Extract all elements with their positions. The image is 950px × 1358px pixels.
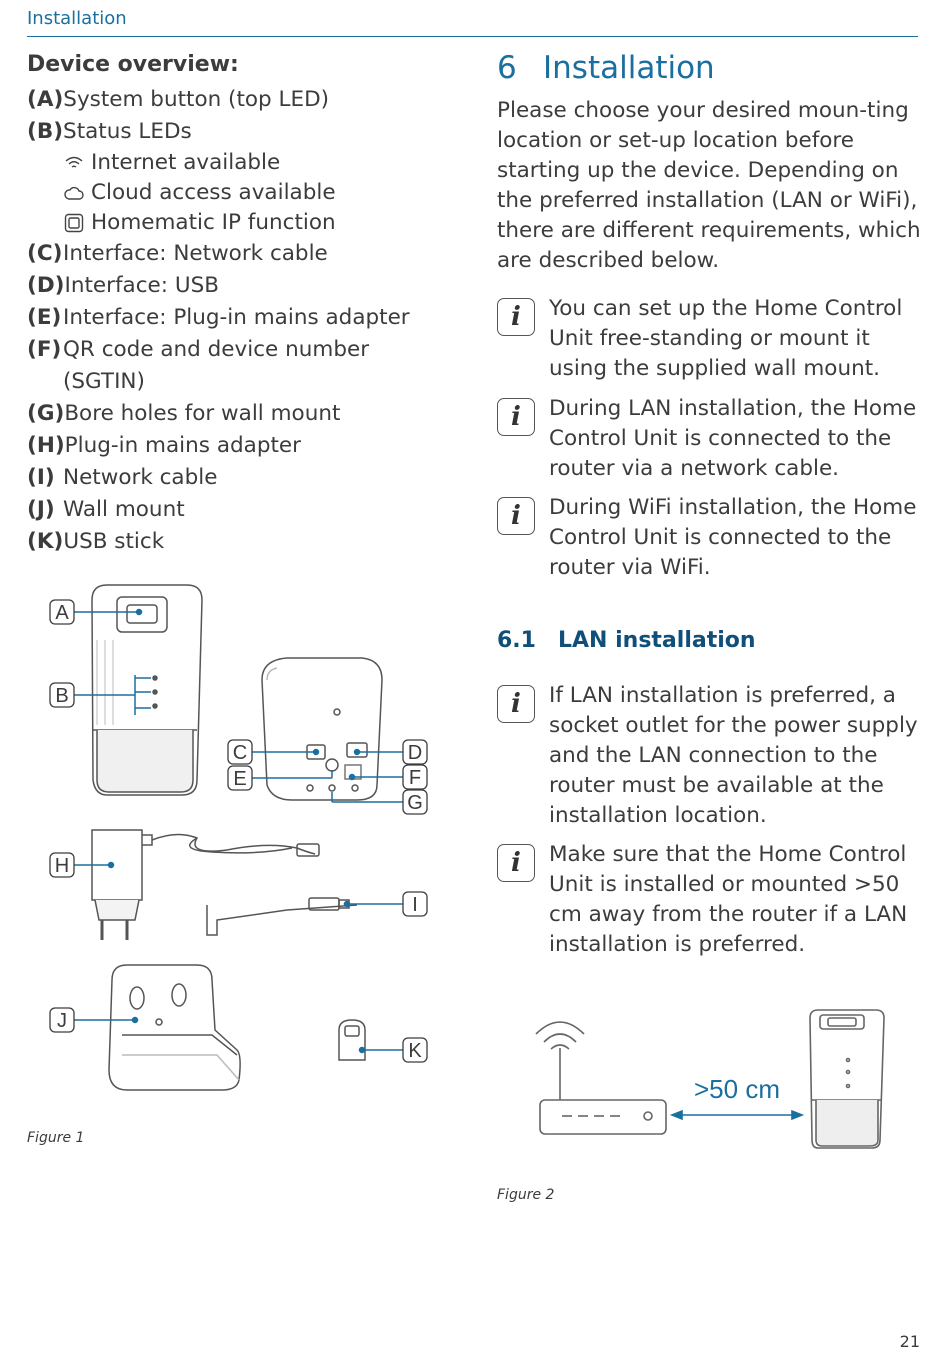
led-item-internet: Internet available [27, 148, 467, 178]
figure-label-e: E [233, 768, 246, 790]
list-item: (C)Interface: Network cable [27, 241, 328, 266]
list-item: (I)Network cable [27, 465, 218, 490]
figure-2-illustration: >50 cm [535, 1009, 885, 1149]
info-note: i During WiFi installation, the Home Con… [497, 493, 927, 583]
figure-2-caption: Figure 2 [497, 1187, 555, 1203]
list-item: (K)USB stick [27, 529, 165, 554]
info-note: i If LAN installation is preferred, a so… [497, 681, 927, 831]
figure-1-caption: Figure 1 [27, 1130, 85, 1146]
info-note-text: During WiFi installation, the Home Contr… [549, 495, 917, 580]
list-item: (E)Interface: Plug-in mains adapter [27, 305, 410, 330]
info-note-text: You can set up the Home Control Unit fre… [549, 296, 903, 381]
info-note: i Make sure that the Home Control Unit i… [497, 840, 927, 960]
device-overview-title: Device overview: [27, 52, 239, 77]
list-item: (D)Interface: USB [27, 273, 219, 298]
list-item: (H)Plug-in mains adapter [27, 433, 301, 458]
figure-label-f: F [409, 767, 421, 789]
figure-label-h: H [55, 855, 69, 877]
running-header: Installation [27, 8, 127, 29]
figure-label-a: A [55, 602, 69, 624]
info-icon: i [497, 497, 535, 535]
figure-label-k: K [408, 1040, 422, 1062]
led-item-homematic: Homematic IP function [27, 208, 467, 238]
list-item: (B)Status LEDs [27, 119, 192, 144]
wifi-signal-icon [535, 1021, 585, 1035]
info-note-text: If LAN installation is preferred, a sock… [549, 683, 918, 828]
header-rule [27, 36, 918, 37]
distance-label: >50 cm [694, 1074, 780, 1104]
info-icon: i [497, 844, 535, 882]
router-box [539, 1099, 667, 1135]
figure-label-j: J [57, 1010, 67, 1032]
list-item: (J)Wall mount [27, 497, 185, 522]
info-note-text: Make sure that the Home Control Unit is … [549, 842, 908, 957]
page-number: 21 [899, 1332, 920, 1351]
section-6-intro: Please choose your desired moun-ting loc… [497, 98, 921, 273]
device-overview-list: (A)System button (top LED) (B)Status LED… [27, 84, 467, 558]
info-icon: i [497, 298, 535, 336]
info-note: i You can set up the Home Control Unit f… [497, 294, 927, 384]
cloud-icon [63, 182, 85, 204]
info-icon: i [497, 398, 535, 436]
led-item-cloud: Cloud access available [27, 178, 467, 208]
figure-1-illustration: A B C D E F G H I J K [49, 584, 428, 1091]
figure-label-g: G [407, 792, 423, 814]
list-item: (G)Bore holes for wall mount [27, 401, 341, 426]
homematic-icon [63, 212, 85, 234]
info-note: i During LAN installation, the Home Cont… [497, 394, 927, 484]
figure-label-b: B [55, 685, 68, 707]
figure-label-d: D [408, 742, 422, 764]
list-item: (F)QR code and device number (SGTIN) [27, 337, 370, 394]
figure-label-i: I [412, 894, 418, 916]
figure-label-c: C [233, 742, 247, 764]
wifi-icon [63, 152, 85, 174]
info-note-text: During LAN installation, the Home Contro… [549, 396, 917, 481]
list-item: (A)System button (top LED) [27, 87, 330, 112]
info-icon: i [497, 685, 535, 723]
